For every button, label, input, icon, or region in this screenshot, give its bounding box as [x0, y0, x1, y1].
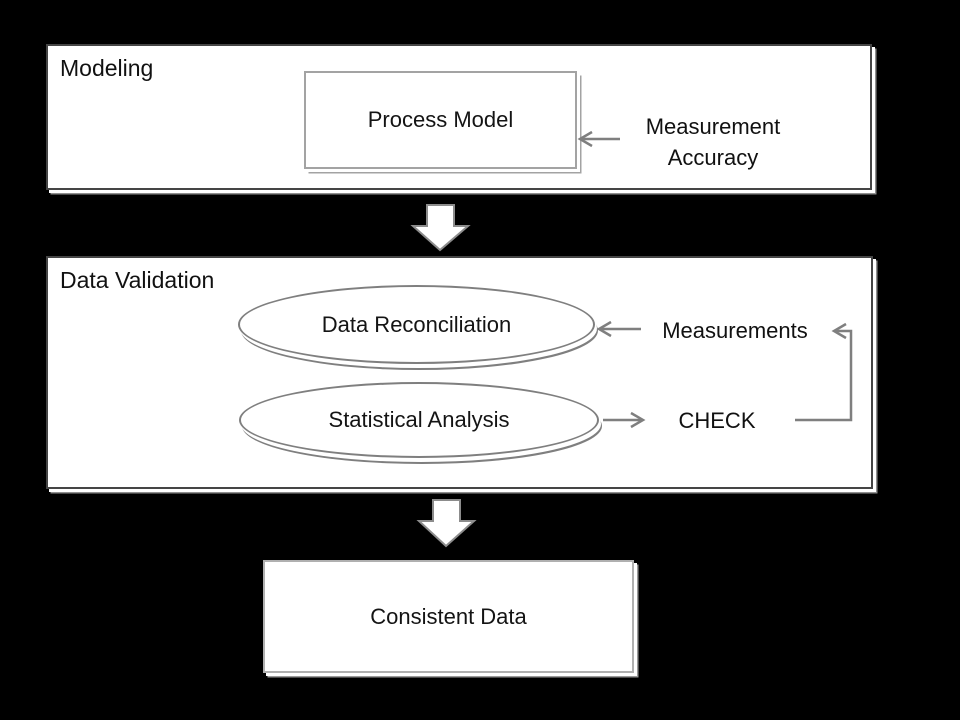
data-reconciliation-label: Data Reconciliation	[321, 311, 512, 337]
measurements-label: Measurements	[662, 318, 808, 343]
consistent-data-label: Consistent Data	[370, 603, 527, 629]
down-arrow-icon	[410, 204, 471, 252]
data-validation-section-label: Data Validation	[60, 267, 215, 293]
check-label: CHECK	[678, 408, 756, 433]
measurement-accuracy-label: Measurement Accuracy	[645, 114, 781, 170]
statistical-analysis-node: Statistical Analysis	[239, 382, 599, 458]
data-reconciliation-node: Data Reconciliation	[238, 285, 595, 364]
modeling-section-label: Modeling	[60, 55, 154, 81]
down-arrow-icon	[416, 499, 477, 548]
consistent-data-node: Consistent Data	[263, 560, 634, 673]
process-model-node: Process Model	[304, 71, 577, 169]
process-model-label: Process Model	[367, 107, 514, 132]
statistical-analysis-label: Statistical Analysis	[328, 407, 510, 432]
